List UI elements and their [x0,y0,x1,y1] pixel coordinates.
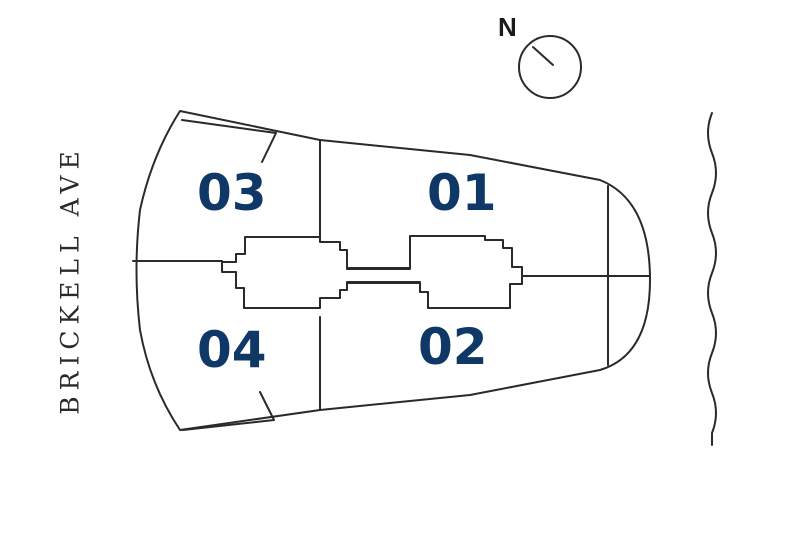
corridor [346,268,421,283]
corner-notch-top [181,119,277,163]
unit-label-03: 03 [197,164,267,222]
corner-notch-bottom [182,391,275,431]
unit-label-04: 04 [197,321,267,379]
wavy-shoreline [707,112,717,446]
unit-label-02: 02 [418,318,488,376]
building-outline [135,110,651,431]
unit-label-01: 01 [427,164,497,222]
central-core [221,235,523,309]
north-arrow-icon [532,46,554,66]
street-label: BRICKELL AVE [55,145,85,415]
north-label: N [498,12,517,42]
compass-circle [518,35,582,99]
